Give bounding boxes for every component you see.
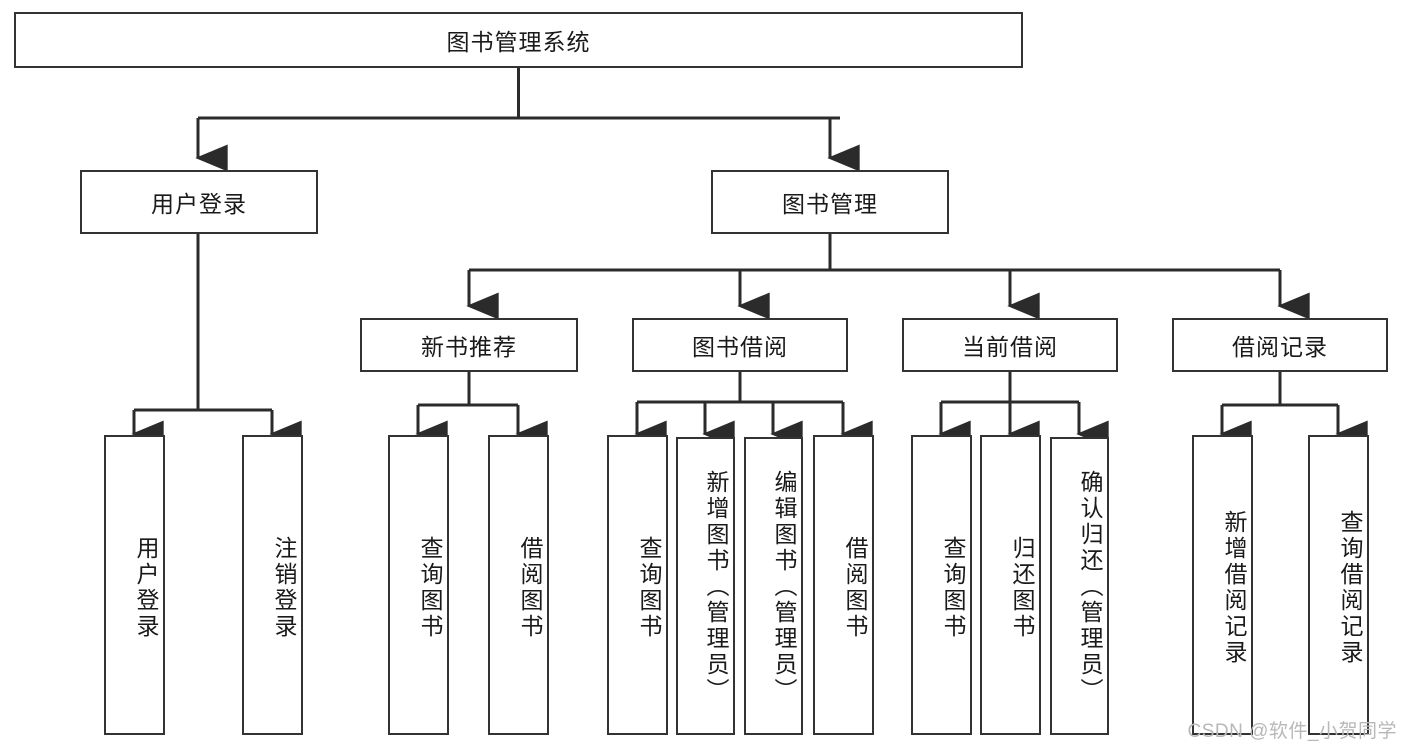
- node-book-management[interactable]: 图书管理: [711, 170, 949, 234]
- node-current-borrowing[interactable]: 当前借阅: [902, 318, 1118, 372]
- leaf-borrow-books-borrowing[interactable]: 借阅图书: [813, 435, 874, 735]
- leaf-query-books-current[interactable]: 查询图书: [911, 435, 972, 735]
- node-book-borrowing[interactable]: 图书借阅: [632, 318, 848, 372]
- leaf-query-borrow-record[interactable]: 查询借阅记录: [1308, 435, 1369, 735]
- leaf-edit-book-admin[interactable]: 编辑图书（管理员）: [744, 437, 803, 735]
- leaf-add-book-admin[interactable]: 新增图书（管理员）: [676, 437, 735, 735]
- leaf-borrow-books-newbook[interactable]: 借阅图书: [488, 435, 549, 735]
- leaf-user-login[interactable]: 用户登录: [104, 435, 165, 735]
- leaf-query-books-newbook[interactable]: 查询图书: [388, 435, 449, 735]
- leaf-confirm-return-admin[interactable]: 确认归还（管理员）: [1050, 437, 1109, 735]
- leaf-query-books-borrowing[interactable]: 查询图书: [607, 435, 668, 735]
- leaf-return-books[interactable]: 归还图书: [980, 435, 1041, 735]
- node-borrow-records[interactable]: 借阅记录: [1172, 318, 1388, 372]
- csdn-watermark: CSDN @软件_小贺同学: [1187, 721, 1397, 742]
- leaf-add-borrow-record[interactable]: 新增借阅记录: [1192, 435, 1253, 735]
- node-root-book-management-system[interactable]: 图书管理系统: [14, 12, 1023, 68]
- node-user-login[interactable]: 用户登录: [80, 170, 318, 234]
- leaf-logout[interactable]: 注销登录: [242, 435, 303, 735]
- node-new-book-recommendation[interactable]: 新书推荐: [360, 318, 578, 372]
